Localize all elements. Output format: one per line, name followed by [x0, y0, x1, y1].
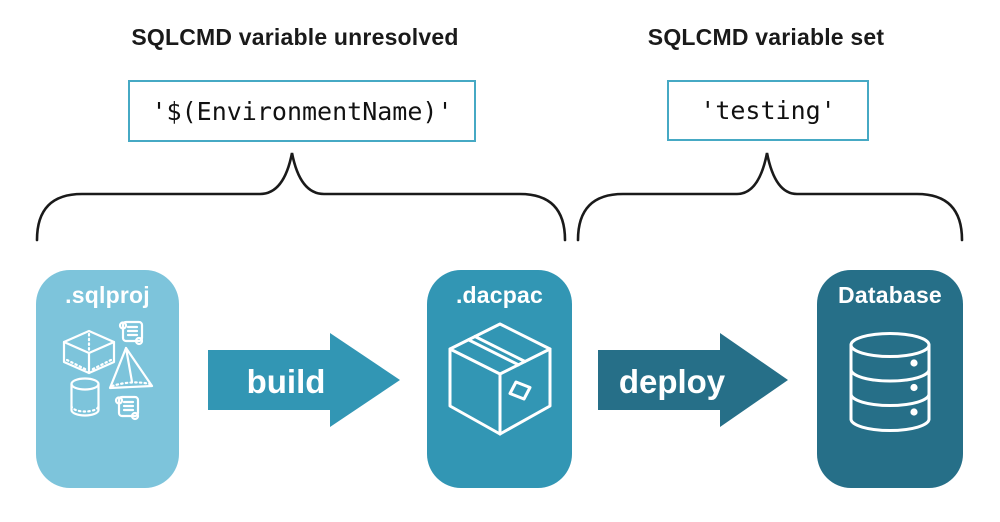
deploy-label: deploy	[618, 362, 726, 400]
cylinder-icon	[69, 377, 100, 417]
brace-left-path	[35, 152, 567, 242]
code-value-set: 'testing'	[700, 96, 836, 125]
package-box-icon	[448, 322, 551, 436]
heading-variable-set: SQLCMD variable set	[647, 24, 885, 50]
heading-variable-unresolved: SQLCMD variable unresolved	[131, 24, 459, 50]
dacpac-node: .dacpac	[427, 270, 572, 488]
code-box-set: 'testing'	[667, 80, 869, 141]
dacpac-label: .dacpac	[455, 282, 544, 308]
deploy-arrow-shape	[598, 333, 788, 427]
database-label: Database	[838, 282, 942, 308]
sqlproj-label: .sqlproj	[65, 282, 150, 308]
brace-left-icon	[35, 152, 567, 242]
brace-right-path	[576, 152, 964, 242]
scroll-icon	[118, 320, 143, 346]
code-value-unresolved: '$(EnvironmentName)'	[151, 96, 453, 126]
database-node: Database	[817, 270, 963, 488]
sqlproj-node: .sqlproj	[36, 270, 179, 488]
cube-icon	[62, 329, 115, 375]
build-arrow-shape	[208, 333, 400, 427]
brace-right-icon	[576, 152, 964, 242]
sql-objects-icon	[62, 320, 153, 421]
database-dot	[910, 383, 918, 392]
database-cylinder-icon	[849, 332, 931, 432]
pyramid-icon	[108, 346, 153, 390]
scroll-icon	[114, 395, 139, 421]
database-dot	[910, 408, 918, 416]
deploy-arrow	[598, 333, 788, 427]
database-dot	[910, 359, 918, 367]
build-arrow	[208, 333, 400, 427]
build-label: build	[246, 362, 326, 400]
code-box-unresolved: '$(EnvironmentName)'	[128, 80, 476, 142]
